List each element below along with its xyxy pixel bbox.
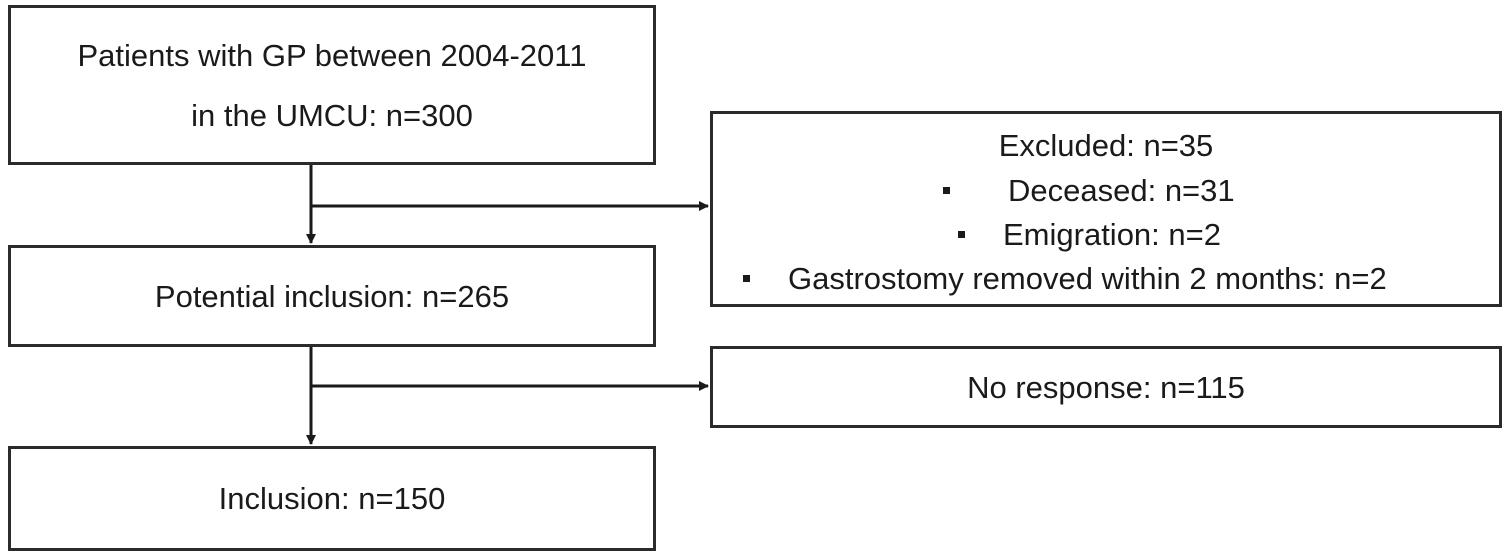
excluded-title: Excluded: n=35 [998,128,1214,163]
no-response-text: No response: n=115 [967,369,1245,405]
excluded-item-deceased: Deceased: n=31 [943,175,1235,206]
inclusion-box: Inclusion: n=150 [8,446,656,551]
excluded-item-label: Gastrostomy removed within 2 months: n=2 [788,261,1387,296]
excluded-item-label: Deceased: n=31 [1008,173,1235,208]
potential-inclusion-text: Potential inclusion: n=265 [154,278,510,314]
square-bullet-icon [743,275,750,282]
square-bullet-icon [958,231,965,238]
excluded-item-label: Emigration: n=2 [1003,217,1221,252]
excluded-item-emigration: Emigration: n=2 [958,219,1221,250]
start-box-line2: in the UMCU: n=300 [191,97,473,133]
start-box: Patients with GP between 2004-2011 in th… [8,5,656,165]
square-bullet-icon [943,187,950,194]
start-box-line1: Patients with GP between 2004-2011 [77,37,587,73]
no-response-box: No response: n=115 [710,346,1502,428]
excluded-box: Excluded: n=35 Deceased: n=31 Emigration… [710,111,1502,307]
excluded-item-gastrostomy: Gastrostomy removed within 2 months: n=2 [743,263,1387,294]
inclusion-text: Inclusion: n=150 [218,481,446,516]
potential-inclusion-box: Potential inclusion: n=265 [8,245,656,347]
